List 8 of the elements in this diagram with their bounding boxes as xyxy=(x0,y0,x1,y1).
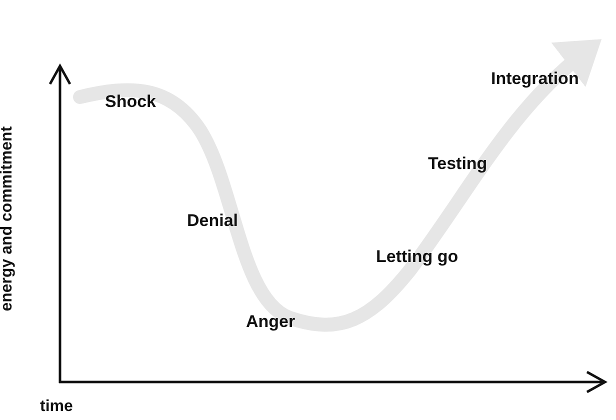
stage-label: Integration xyxy=(491,70,579,89)
stage-label: Shock xyxy=(105,93,156,112)
stage-label: Testing xyxy=(428,155,488,174)
stage-label: Letting go xyxy=(376,248,458,267)
stage-label: Denial xyxy=(187,212,238,231)
axis-label: energy and commitment xyxy=(0,126,16,312)
axis-label: time xyxy=(40,398,73,416)
stage-label: Anger xyxy=(246,313,296,332)
